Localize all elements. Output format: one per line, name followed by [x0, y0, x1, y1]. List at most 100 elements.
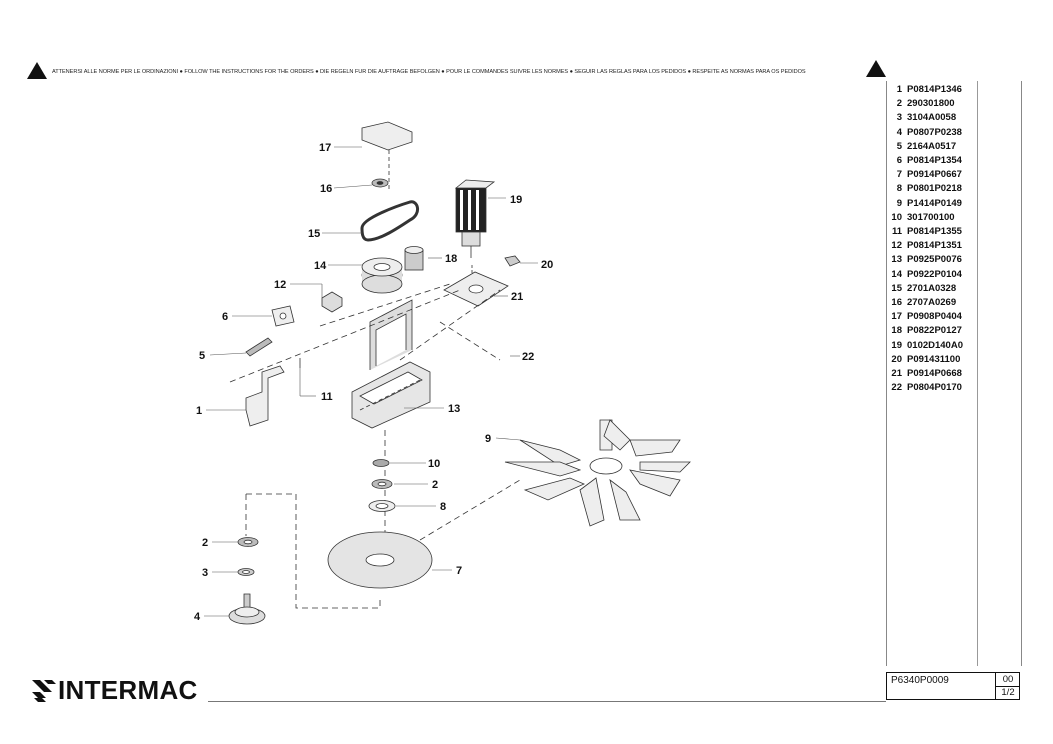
part-number: 9	[896, 197, 902, 209]
part-number: 15	[891, 282, 902, 294]
parts-list-row: 2 290301800	[887, 97, 977, 111]
part-code: 0102D140A0	[907, 339, 963, 351]
part-code: 290301800	[907, 98, 955, 110]
part-code: P0914P0668	[907, 368, 962, 379]
parts-list-row: 7 P0914P0667	[887, 168, 977, 182]
callout-19: 19	[510, 194, 522, 206]
top-plate-part	[361, 121, 413, 151]
callout-5: 5	[199, 350, 205, 362]
part-number: 20	[891, 353, 902, 365]
part-code: 2707A0269	[907, 297, 957, 308]
callout-17: 17	[319, 142, 331, 154]
carousel-star-part	[504, 419, 691, 527]
order-instructions: ATTENERSI ALLE NORME PER LE ORDINAZIONI …	[52, 69, 806, 75]
part-number: 10	[891, 211, 902, 223]
callout-4: 4	[194, 611, 201, 623]
part-code: P0914P0667	[907, 169, 962, 181]
part-number: 19	[891, 339, 902, 351]
callout-12: 12	[274, 279, 286, 291]
part-code: P1414P0149	[907, 197, 962, 209]
part-number: 12	[891, 240, 902, 252]
brand-name: INTERMAC	[58, 675, 198, 705]
parts-list-row: 21 P0914P0668	[887, 367, 977, 381]
revision: 00	[995, 673, 1020, 687]
parts-list-row: 14 P0922P0104	[887, 268, 977, 282]
part-number: 17	[891, 311, 902, 323]
callout-13: 13	[448, 403, 460, 415]
callout-11: 11	[321, 391, 333, 403]
parts-list-row: 11 P0814P1355	[887, 225, 977, 239]
part-number: 1	[896, 84, 902, 95]
part-code: P0804P0170	[907, 382, 962, 394]
part-number: 8	[896, 183, 902, 195]
part-number: 3	[896, 112, 902, 124]
drawing-code: P6340P0009	[891, 675, 949, 686]
part-code: 2701A0328	[907, 282, 957, 294]
parts-list-row: 3 3104A0058	[887, 111, 977, 125]
part-number: 11	[891, 226, 902, 237]
intermac-logo-icon	[32, 680, 56, 702]
part-number: 7	[896, 169, 902, 181]
part-code: P0814P1351	[907, 240, 962, 252]
callout-7: 7	[456, 565, 462, 577]
part-code: P0922P0104	[907, 268, 962, 280]
part-number: 18	[891, 325, 902, 337]
callout-3: 3	[202, 567, 208, 579]
parts-list-row: 10 301700100	[887, 211, 977, 225]
part-number: 14	[891, 268, 902, 280]
part-code: 2164A0517	[907, 140, 957, 152]
sheet-number: 1/2	[995, 686, 1020, 699]
parts-list-row: 4 P0807P0238	[887, 126, 977, 140]
parts-list-row: 16 2707A0269	[887, 296, 977, 310]
part-number: 2	[896, 98, 902, 110]
part-code: 3104A0058	[907, 112, 957, 124]
parts-list-row: 19 0102D140A0	[887, 339, 977, 353]
base-bracket-part	[245, 365, 285, 427]
part-code: P0925P0076	[907, 254, 962, 266]
bearing-part	[372, 459, 390, 467]
callout-14: 14	[314, 260, 327, 272]
part-number: 6	[896, 155, 902, 166]
parts-list-row: 20 P091431100	[887, 353, 977, 367]
warning-triangle-icon	[866, 60, 886, 77]
clip-part	[504, 255, 521, 267]
callout-15: 15	[308, 228, 320, 240]
parts-list: 1 P0814P1346 2 290301800 3 3104A0058 4 P0807P02…	[886, 81, 1022, 666]
callout-20: 20	[541, 259, 553, 271]
warning-triangle-icon	[27, 62, 47, 79]
parts-list-row: 1 P0814P1346	[887, 83, 977, 97]
part-number: 4	[896, 126, 902, 138]
parts-list-row: 13 P0925P0076	[887, 253, 977, 267]
part-code: P0814P1355	[907, 226, 962, 237]
part-code: P0814P1346	[907, 84, 962, 95]
parts-list-row: 8 P0801P0218	[887, 182, 977, 196]
callout-10: 10	[428, 458, 440, 470]
callout-18: 18	[445, 253, 457, 265]
callout-2: 2	[432, 479, 438, 491]
part-number: 22	[891, 382, 902, 394]
sensor-part	[245, 337, 273, 357]
part-code: 301700100	[907, 211, 955, 223]
parts-list-row: 12 P0814P1351	[887, 239, 977, 253]
part-number: 13	[891, 254, 902, 266]
parts-list-row: 18 P0822P0127	[887, 324, 977, 338]
part-number: 21	[891, 368, 902, 379]
part-code: P0822P0127	[907, 325, 962, 337]
part-code: P091431100	[907, 353, 961, 365]
part-code: P0801P0218	[907, 183, 962, 195]
parts-list-row: 15 2701A0328	[887, 282, 977, 296]
parts-list-row: 9 P1414P0149	[887, 197, 977, 211]
bracket-part	[321, 291, 343, 313]
part-code: P0807P0238	[907, 126, 962, 138]
callout-22: 22	[522, 351, 534, 363]
part-number: 16	[891, 297, 902, 308]
callout-6: 6	[222, 311, 228, 323]
callout-9: 9	[485, 433, 491, 445]
callout-2: 2	[202, 537, 208, 549]
parts-list-row: 22 P0804P0170	[887, 381, 977, 395]
callout-1: 1	[196, 405, 202, 417]
